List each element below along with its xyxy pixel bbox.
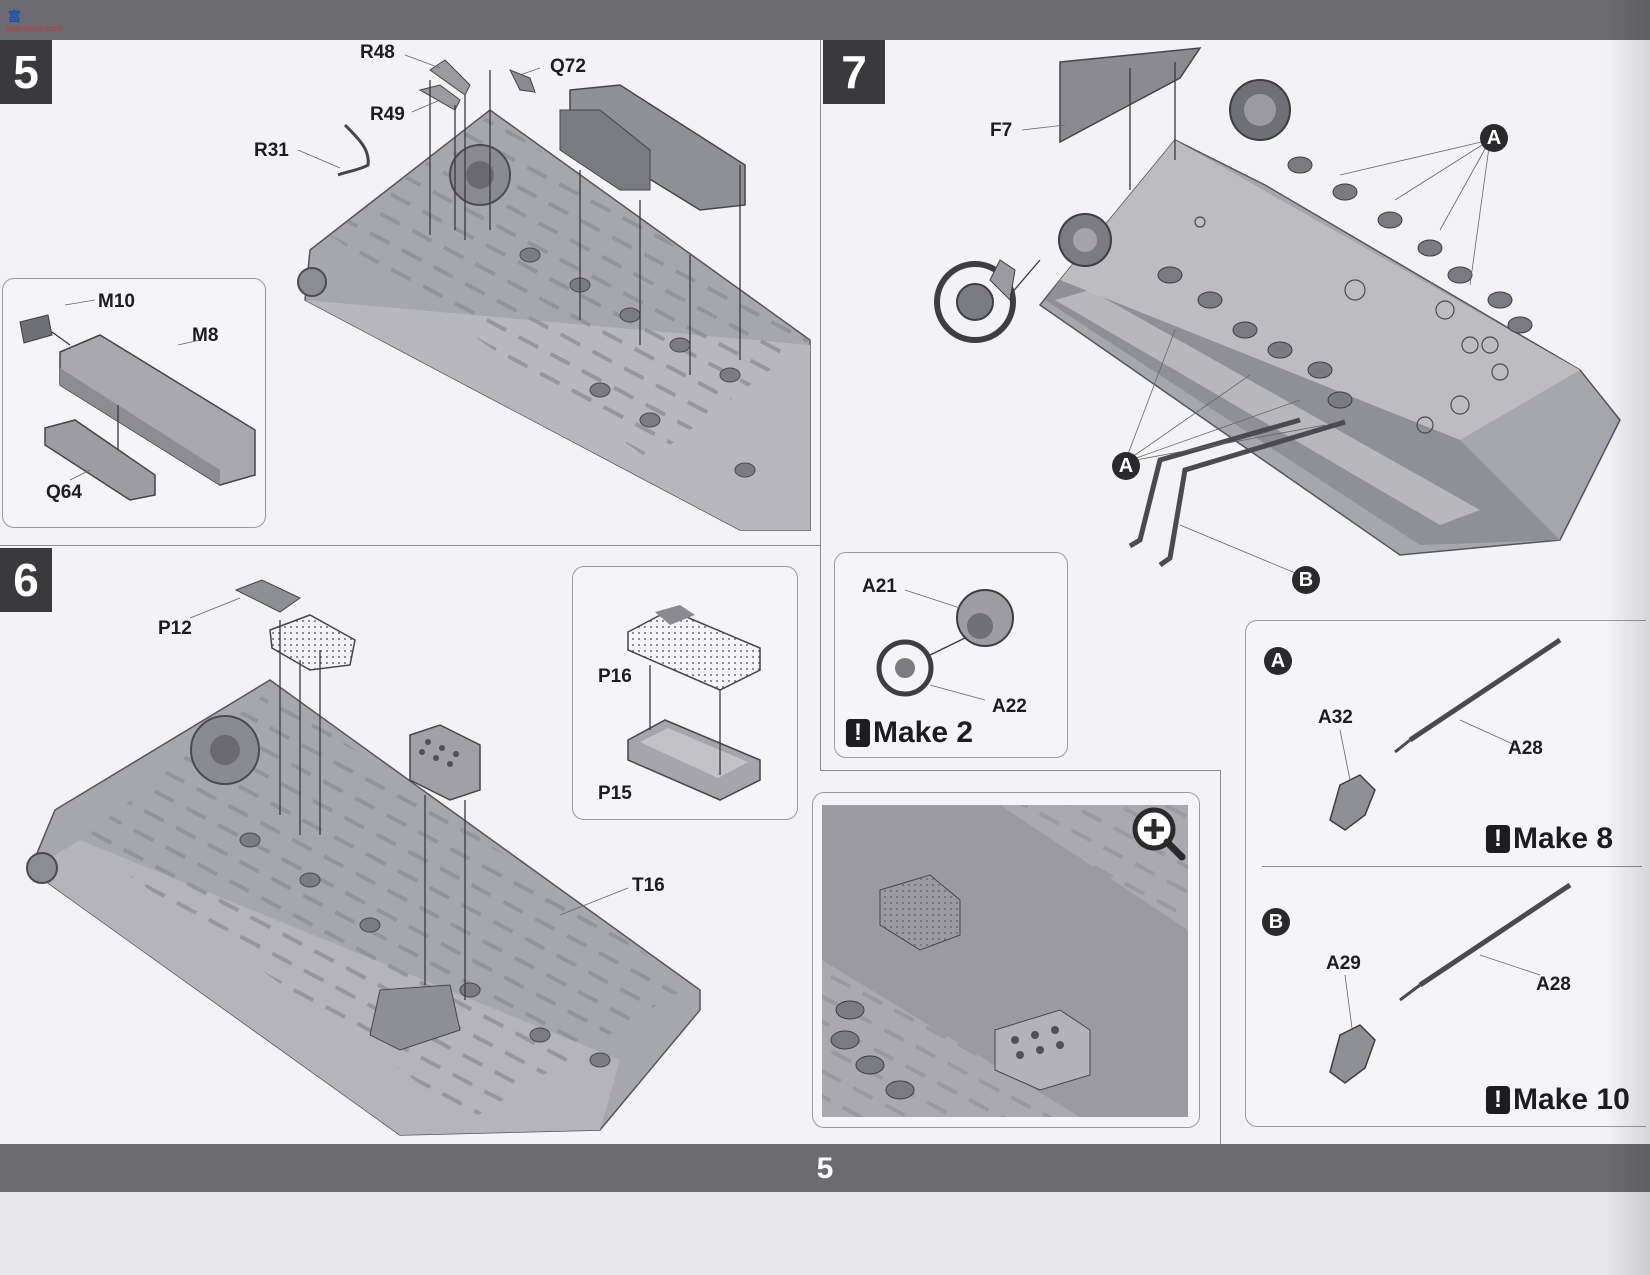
divider-horizontal-left (0, 545, 820, 546)
part-label-a29: A29 (1326, 953, 1361, 974)
part-label-a28-top: A28 (1508, 738, 1543, 759)
site-logo: 富 gas-shop.com (6, 4, 70, 36)
step-6-number: 6 (0, 548, 52, 612)
part-label-m10: M10 (98, 291, 135, 312)
part-label-t16: T16 (632, 875, 665, 896)
callout-b: B (1292, 566, 1320, 594)
make-8-text: Make 8 (1513, 822, 1614, 855)
callout-a-top: A (1480, 124, 1508, 152)
sub-assembly-b-parts (1329, 882, 1572, 1084)
exclamation-icon: ! (1486, 825, 1510, 853)
zoom-detail-image (822, 805, 1188, 1117)
sub-assembly-divider (1262, 866, 1642, 867)
sub-a-marker: A (1264, 647, 1292, 675)
sub-assembly-panel (1245, 620, 1646, 1127)
step-7-inset-parts (876, 589, 1014, 701)
logo-url: gas-shop.com (6, 24, 62, 33)
part-label-q64: Q64 (46, 482, 82, 503)
make-2-note: ! Make 2 (846, 716, 973, 750)
make-10-text: Make 10 (1513, 1083, 1630, 1116)
callout-a-left: A (1112, 452, 1140, 480)
part-label-r49: R49 (370, 104, 405, 125)
step-5-number: 5 (0, 40, 52, 104)
sub-assembly-a-parts (1329, 637, 1562, 831)
exclamation-icon: ! (1486, 1086, 1510, 1114)
step-5-inset-parts (19, 299, 256, 501)
step-6-inset-parts (627, 605, 761, 801)
exclamation-icon: ! (846, 719, 870, 747)
part-label-f7: F7 (990, 120, 1013, 141)
part-label-p16: P16 (598, 666, 632, 687)
part-label-m8: M8 (192, 325, 219, 346)
part-label-a21: A21 (862, 576, 897, 597)
part-label-a32: A32 (1318, 707, 1353, 728)
part-label-q72: Q72 (550, 56, 586, 77)
step-7-number: 7 (823, 40, 885, 104)
top-band (0, 0, 1650, 40)
page-edge-shadow (1605, 0, 1650, 1275)
part-label-p12: P12 (158, 618, 192, 639)
zoom-in-icon (1132, 807, 1186, 861)
step-6-hull (26, 579, 701, 1136)
divider-vertical-lower (1220, 770, 1221, 1144)
step-7-inset-panel (834, 552, 1068, 758)
make-10-note: ! Make 10 (1486, 1083, 1630, 1117)
step-7-hull (934, 47, 1621, 576)
sub-b-marker: B (1262, 908, 1290, 936)
make-2-text: Make 2 (873, 716, 974, 749)
divider-vertical-upper (820, 40, 821, 770)
below-page-area (0, 1192, 1650, 1275)
divider-step7-bottom (820, 770, 1220, 771)
logo-text: 富 (8, 9, 23, 24)
page-number: 5 (816, 1152, 834, 1185)
part-label-r31: R31 (254, 140, 289, 161)
part-label-a22: A22 (992, 696, 1027, 717)
part-label-r48: R48 (360, 42, 395, 63)
part-label-p15: P15 (598, 783, 632, 804)
make-8-note: ! Make 8 (1486, 822, 1613, 856)
step-5-hull (297, 54, 811, 531)
bottom-band (0, 1144, 1650, 1192)
part-label-a28-bottom: A28 (1536, 974, 1571, 995)
